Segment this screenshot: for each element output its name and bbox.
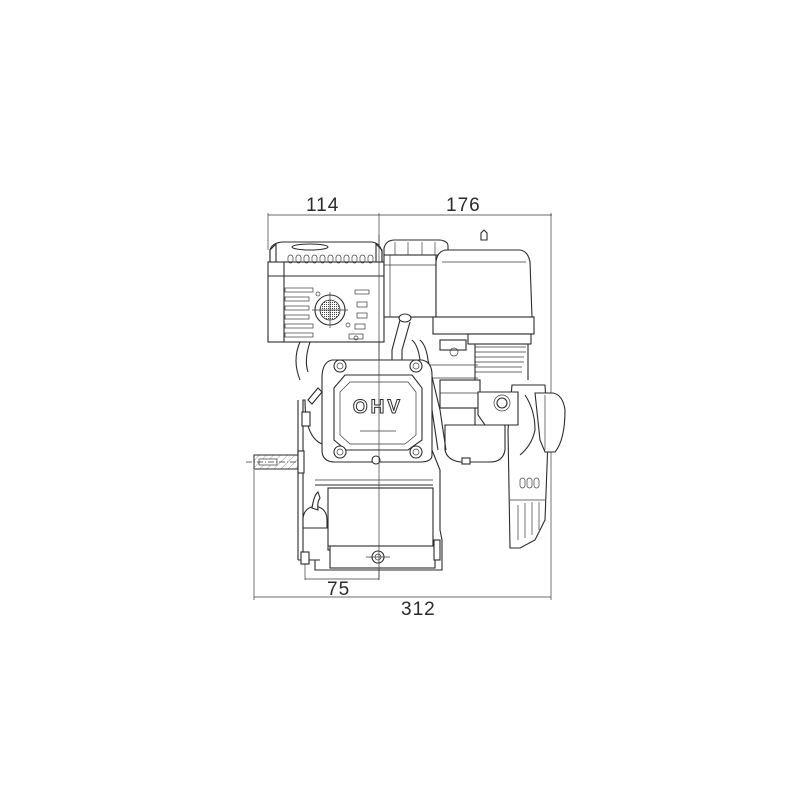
valve-cover: OHV bbox=[301, 359, 433, 465]
engine-block bbox=[295, 341, 443, 571]
dimension-label-114: 114 bbox=[306, 195, 340, 216]
air-filter bbox=[432, 229, 535, 425]
dimension-label-176: 176 bbox=[446, 195, 481, 216]
carburetor bbox=[430, 339, 519, 465]
ohv-label: OHV bbox=[353, 397, 403, 418]
dimension-label-75: 75 bbox=[327, 579, 351, 600]
output-shaft bbox=[246, 450, 305, 474]
fuel-tank bbox=[267, 241, 385, 343]
fan-shroud bbox=[507, 384, 566, 549]
dimension-label-312: 312 bbox=[401, 599, 436, 620]
oil-filler-cap bbox=[300, 491, 441, 565]
recoil-starter bbox=[383, 239, 449, 318]
